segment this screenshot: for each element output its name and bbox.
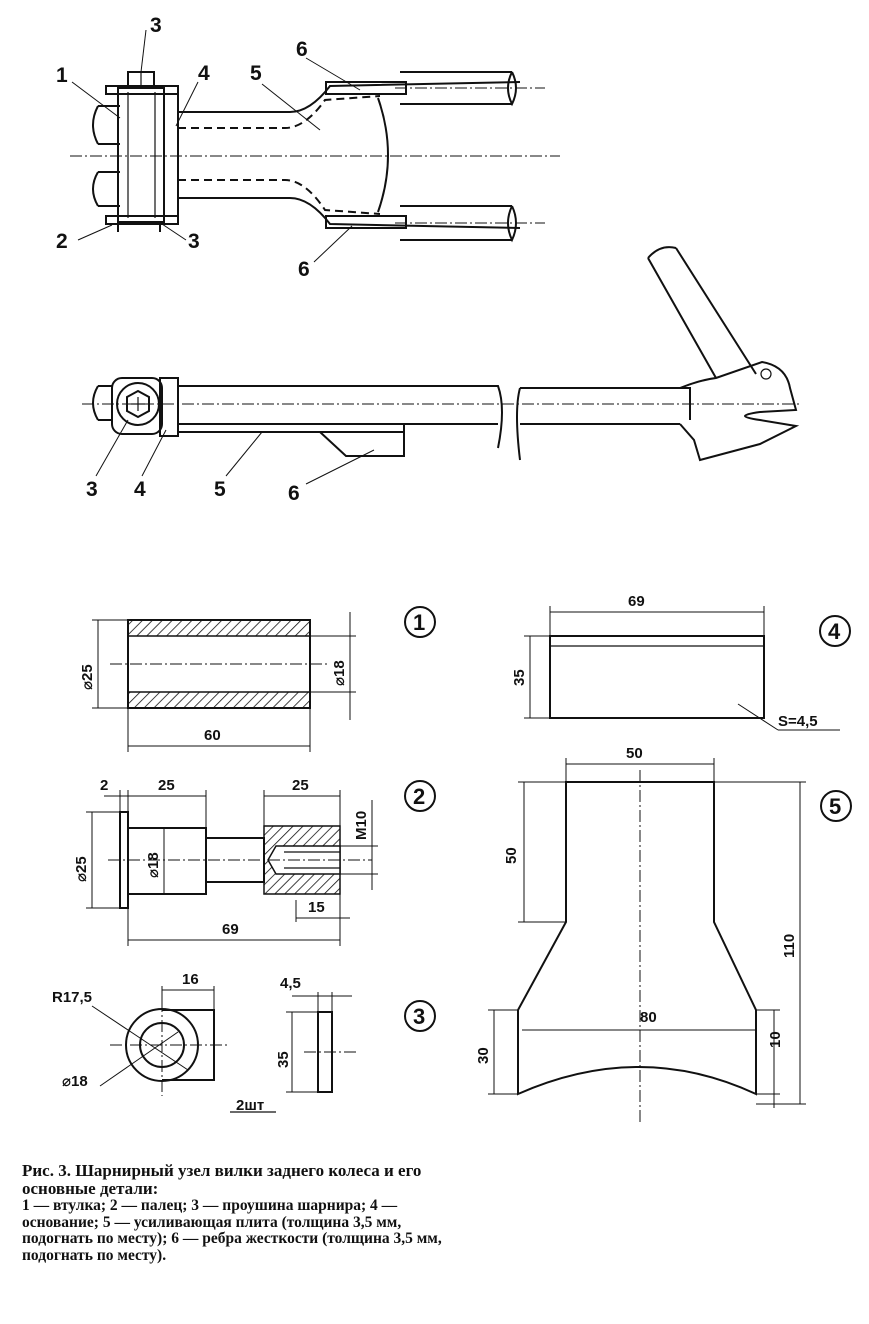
dim-p3-hole: ⌀18	[62, 1073, 88, 1090]
part-3-lug	[91, 986, 356, 1113]
dim-p3-thickness: 4,5	[280, 975, 301, 992]
part-number-1: 1	[413, 610, 425, 635]
callout-4-side: 4	[134, 478, 146, 501]
part-number-3: 3	[413, 1004, 425, 1029]
dim-p1-inner: ⌀18	[331, 660, 348, 686]
callout-2: 2	[56, 230, 68, 253]
caption-legend: 1 — втулка; 2 — палец; 3 — проушина шарн…	[22, 1197, 442, 1264]
dim-p2-thread-len: 25	[292, 777, 309, 794]
dim-p5-top-height: 50	[503, 847, 520, 864]
dim-p3-qty: 2шт	[236, 1097, 264, 1114]
dim-p5-total-height: 110	[781, 934, 798, 958]
callout-1: 1	[56, 64, 68, 87]
side-view-leaders	[95, 419, 375, 485]
part-2-pin	[86, 790, 378, 946]
dim-p5-top-width: 50	[626, 745, 643, 762]
dim-p3-width: 16	[182, 971, 199, 988]
part-4-base	[524, 606, 840, 731]
top-view-callouts: 3 1 4 5 6 2 3 6	[56, 14, 310, 281]
part-number-2: 2	[413, 784, 425, 809]
part-number-4: 4	[828, 619, 841, 644]
dim-p4-thickness: S=4,5	[778, 713, 818, 730]
dim-p5-bottom-width: 80	[640, 1009, 657, 1026]
side-view-assembly	[82, 246, 800, 462]
dim-p1-length: 60	[204, 727, 221, 744]
dim-p3-radius: R17,5	[52, 989, 92, 1006]
callout-4-top: 4	[198, 62, 210, 85]
callout-3-side: 3	[86, 478, 98, 501]
callout-3-top: 3	[150, 14, 162, 37]
part-3-dims: R17,5 16 4,5 ⌀18 35 2шт	[52, 971, 301, 1114]
part-2-dims: 2 25 25 M10 ⌀25 ⌀18 15 69	[73, 777, 370, 938]
part-number-markers: 1 2 3 4 5	[404, 606, 852, 1032]
dim-p1-outer: ⌀25	[79, 664, 96, 690]
part-5-plate	[488, 758, 806, 1124]
dim-p3-height: 35	[275, 1051, 292, 1068]
callout-5-side: 5	[214, 478, 226, 501]
top-view-leaders	[71, 29, 361, 263]
callout-3-bottom: 3	[188, 230, 200, 253]
dim-p2-head: 25	[158, 777, 175, 794]
dim-p4-height: 35	[511, 669, 528, 686]
part-1-bushing	[92, 612, 356, 752]
callout-6-side: 6	[288, 482, 300, 505]
dim-p2-hole: 15	[308, 899, 325, 916]
callout-6-bottom: 6	[298, 258, 310, 281]
callout-5-top: 5	[250, 62, 262, 85]
part-number-5: 5	[829, 794, 841, 819]
part-1-dims: ⌀25 ⌀18 60	[79, 660, 348, 744]
dim-p4-width: 69	[628, 593, 645, 610]
side-view-callouts: 3 4 5 6	[86, 478, 300, 505]
dim-p2-total: 69	[222, 921, 239, 938]
dim-p5-side-height: 30	[475, 1047, 492, 1064]
dim-p2-dia-flange: ⌀25	[73, 856, 90, 882]
dim-p2-flange: 2	[100, 777, 108, 794]
part-4-dims: 69 35 S=4,5	[511, 593, 818, 730]
dim-p2-dia-shaft: ⌀18	[145, 852, 162, 878]
caption-title: Рис. 3. Шарнирный узел вилки заднего кол…	[22, 1161, 422, 1198]
callout-6-top: 6	[296, 38, 308, 61]
part-5-dims: 50 50 110 80 30 10	[475, 745, 798, 1064]
dim-p2-thread: M10	[353, 811, 370, 840]
figure-caption: Рис. 3. Шарнирный узел вилки заднего кол…	[22, 1162, 452, 1264]
dim-p5-arc-depth: 10	[767, 1031, 784, 1048]
top-view-assembly	[70, 71, 560, 243]
